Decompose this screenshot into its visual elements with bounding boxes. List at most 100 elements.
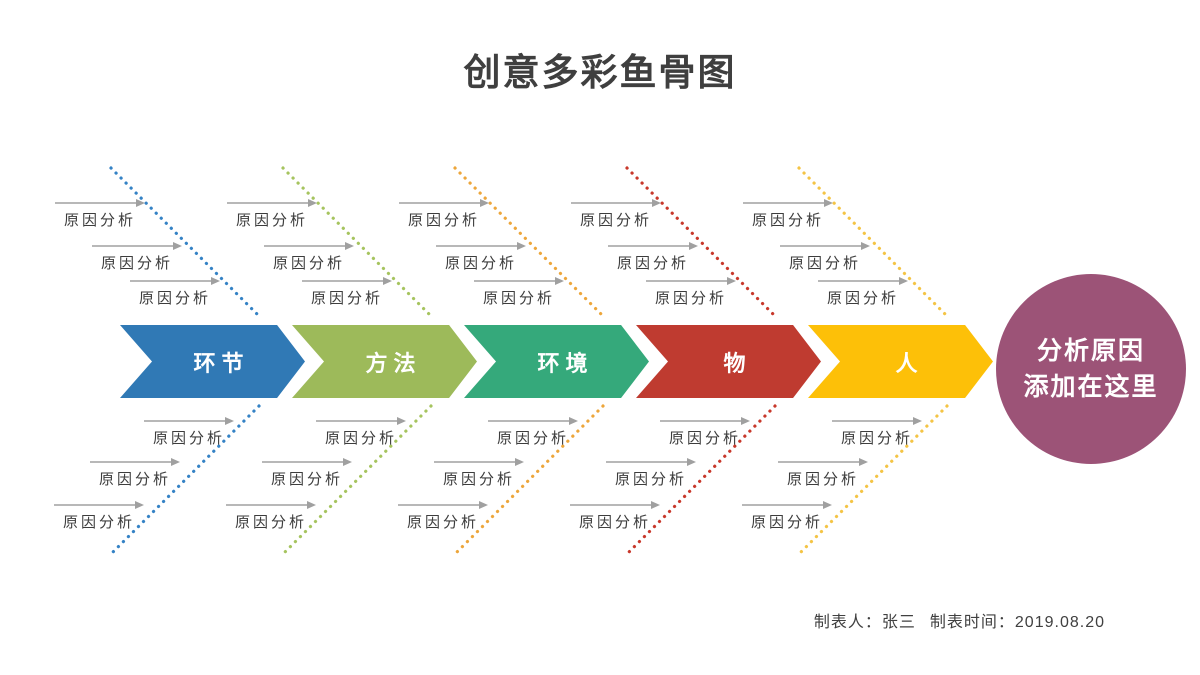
dotted-bone-line (797, 404, 949, 556)
cause-item: 原因分析 (130, 276, 220, 308)
cause-arrow-icon (570, 501, 660, 509)
cause-arrow-icon (660, 417, 750, 425)
cause-arrow-icon (606, 458, 696, 466)
cause-item: 原因分析 (743, 198, 833, 230)
cause-arrow-icon (743, 199, 833, 207)
cause-item: 原因分析 (262, 457, 352, 489)
cause-label: 原因分析 (614, 471, 687, 488)
cause-arrow-icon (92, 242, 182, 250)
dotted-bone-line (797, 166, 949, 318)
cause-item: 原因分析 (660, 416, 750, 448)
cause-label: 原因分析 (152, 430, 225, 447)
cause-arrow-icon (55, 199, 145, 207)
cause-label: 原因分析 (235, 212, 308, 229)
cause-label: 原因分析 (138, 290, 211, 307)
category-label: 物 (723, 350, 752, 376)
cause-item: 原因分析 (742, 500, 832, 532)
cause-label: 原因分析 (496, 430, 569, 447)
cause-arrow-icon (302, 277, 392, 285)
cause-label: 原因分析 (654, 290, 727, 307)
cause-arrow-icon (434, 458, 524, 466)
cause-arrow-icon (264, 242, 354, 250)
category-label: 方法 (365, 350, 422, 376)
dotted-bone-line (453, 404, 605, 556)
cause-arrow-icon (832, 417, 922, 425)
cause-arrow-icon (742, 501, 832, 509)
cause-arrow-icon (436, 242, 526, 250)
dotted-bone-line (281, 166, 433, 318)
cause-arrow-icon (646, 277, 736, 285)
cause-label: 原因分析 (444, 255, 517, 272)
cause-label: 原因分析 (840, 430, 913, 447)
cause-label: 原因分析 (270, 471, 343, 488)
cause-item: 原因分析 (226, 500, 316, 532)
footer: 制表人：张三制表时间：2019.08.20 (814, 608, 1105, 632)
cause-item: 原因分析 (398, 500, 488, 532)
dotted-bone-line (453, 166, 605, 318)
cause-item: 原因分析 (144, 416, 234, 448)
cause-arrow-icon (488, 417, 578, 425)
cause-label: 原因分析 (442, 471, 515, 488)
result-circle-line1: 分析原因 (1036, 337, 1145, 365)
cause-arrow-icon (399, 199, 489, 207)
cause-arrow-icon (398, 501, 488, 509)
cause-arrow-icon (130, 277, 220, 285)
cause-item: 原因分析 (832, 416, 922, 448)
dotted-bone-line (625, 166, 777, 318)
cause-item: 原因分析 (571, 198, 661, 230)
cause-item: 原因分析 (436, 241, 526, 273)
footer-date: 制表时间：2019.08.20 (929, 614, 1105, 631)
cause-arrow-icon (571, 199, 661, 207)
cause-arrow-icon (316, 417, 406, 425)
cause-item: 原因分析 (818, 276, 908, 308)
cause-label: 原因分析 (826, 290, 899, 307)
cause-item: 原因分析 (606, 457, 696, 489)
cause-item: 原因分析 (646, 276, 736, 308)
cause-item: 原因分析 (474, 276, 564, 308)
cause-label: 原因分析 (750, 514, 823, 531)
dotted-bone-line (109, 166, 261, 318)
cause-item: 原因分析 (608, 241, 698, 273)
cause-item: 原因分析 (92, 241, 182, 273)
footer-creator: 制表人：张三 (813, 614, 916, 631)
cause-label: 原因分析 (98, 471, 171, 488)
result-circle-line2: 添加在这里 (1023, 373, 1159, 401)
category-label: 环节 (193, 350, 250, 376)
cause-item: 原因分析 (570, 500, 660, 532)
cause-arrow-icon (608, 242, 698, 250)
cause-label: 原因分析 (234, 514, 307, 531)
cause-label: 原因分析 (616, 255, 689, 272)
dotted-bone-line (281, 404, 433, 556)
cause-item: 原因分析 (227, 198, 317, 230)
cause-arrow-icon (262, 458, 352, 466)
cause-label: 原因分析 (482, 290, 555, 307)
cause-arrow-icon (818, 277, 908, 285)
cause-label: 原因分析 (406, 514, 479, 531)
dotted-bone-line (625, 404, 777, 556)
cause-label: 原因分析 (578, 514, 651, 531)
cause-item: 原因分析 (434, 457, 524, 489)
cause-label: 原因分析 (62, 514, 135, 531)
cause-item: 原因分析 (302, 276, 392, 308)
cause-label: 原因分析 (579, 212, 652, 229)
cause-arrow-icon (90, 458, 180, 466)
cause-arrow-icon (226, 501, 316, 509)
cause-item: 原因分析 (55, 198, 145, 230)
cause-label: 原因分析 (310, 290, 383, 307)
page-title: 创意多彩鱼骨图 (463, 52, 737, 93)
cause-item: 原因分析 (90, 457, 180, 489)
cause-arrow-icon (227, 199, 317, 207)
cause-label: 原因分析 (324, 430, 397, 447)
cause-label: 原因分析 (751, 212, 824, 229)
cause-item: 原因分析 (488, 416, 578, 448)
cause-arrow-icon (778, 458, 868, 466)
category-label: 人 (895, 350, 924, 376)
cause-label: 原因分析 (63, 212, 136, 229)
cause-arrow-icon (780, 242, 870, 250)
cause-arrow-icon (54, 501, 144, 509)
cause-label: 原因分析 (786, 471, 859, 488)
cause-label: 原因分析 (272, 255, 345, 272)
cause-item: 原因分析 (399, 198, 489, 230)
